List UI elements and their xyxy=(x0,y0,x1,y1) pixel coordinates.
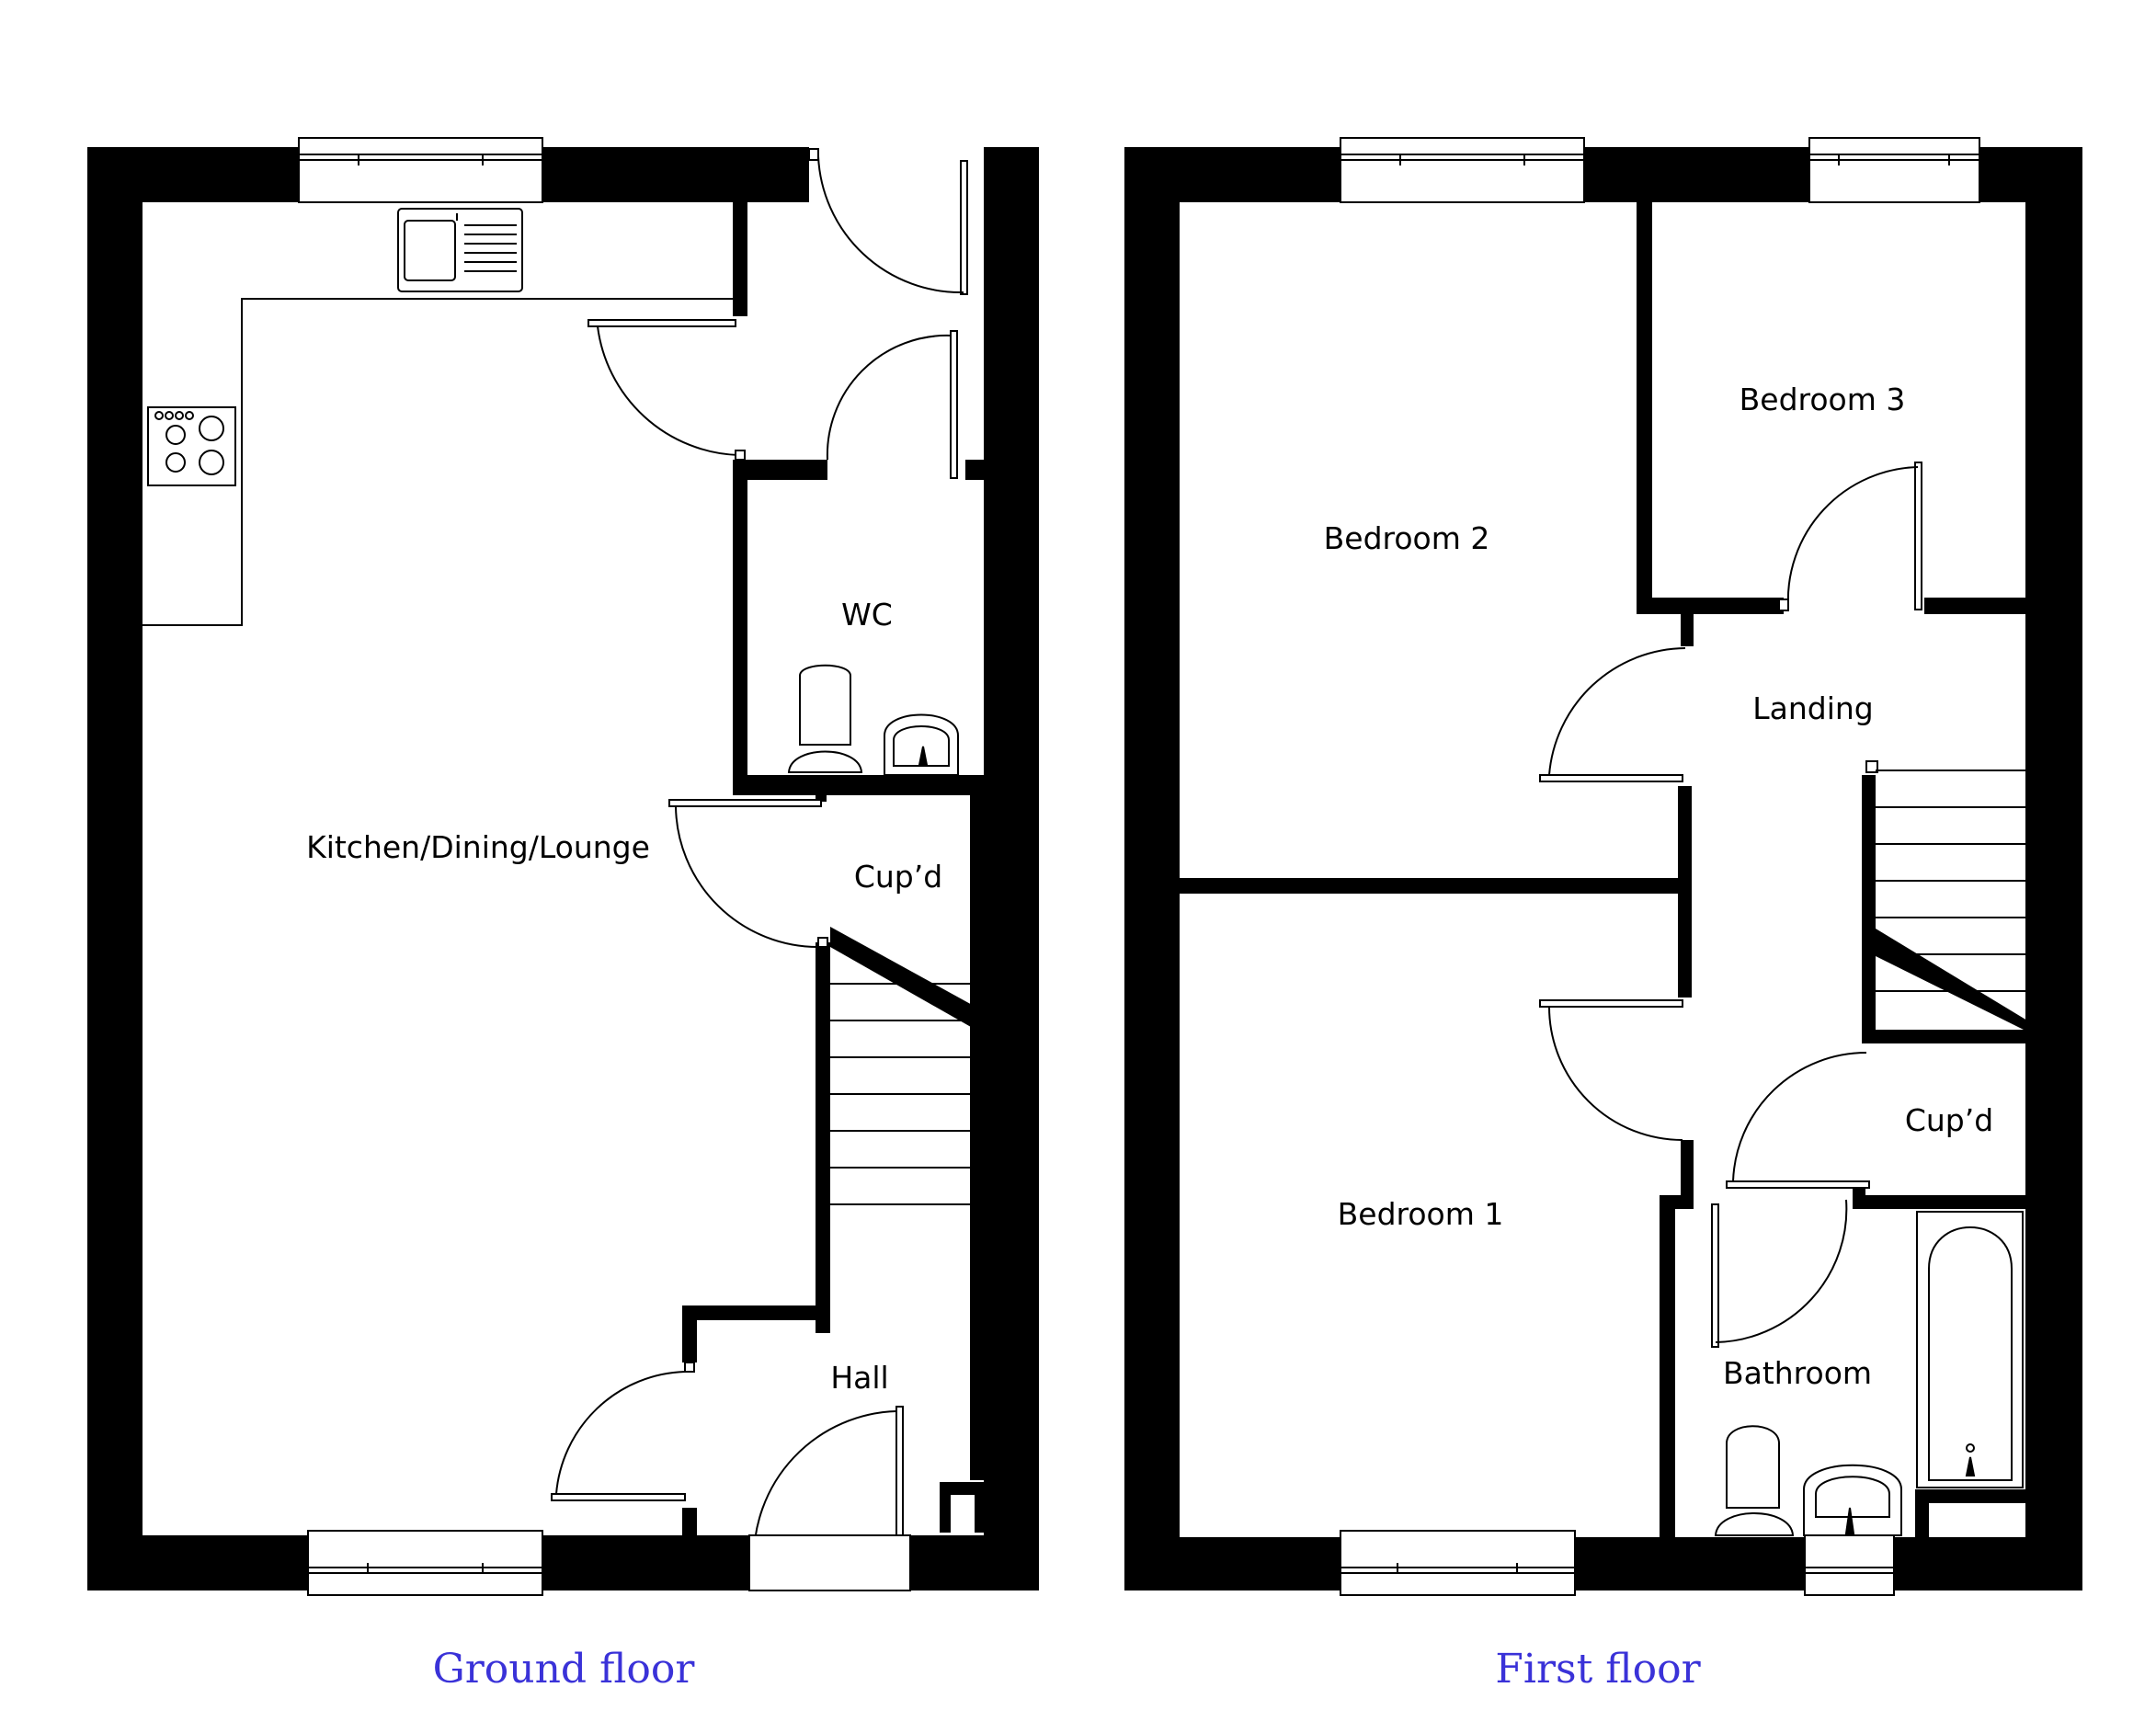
room-label-cupboard: Cup’d xyxy=(1905,1102,1993,1138)
room-label-bedroom-1: Bedroom 1 xyxy=(1338,1196,1504,1232)
toilet-icon xyxy=(787,664,863,773)
window-icon xyxy=(1340,137,1585,203)
ground-floor-plan: Kitchen/Dining/Lounge WC Cup’d Hall xyxy=(87,137,1039,1596)
kitchen-worktop xyxy=(143,298,733,626)
floor-caption-ground: Ground floor xyxy=(433,1646,696,1693)
room-label-cupboard: Cup’d xyxy=(854,859,942,895)
room-label-wc: WC xyxy=(841,597,893,633)
door-swing-icon xyxy=(1726,1052,1870,1189)
door-swing-icon xyxy=(587,319,746,461)
stairs-icon xyxy=(1865,760,2027,992)
room-label-bathroom: Bathroom xyxy=(1723,1355,1872,1391)
basin-icon xyxy=(1803,1464,1902,1536)
floor-caption-first: First floor xyxy=(1495,1646,1701,1693)
door-swing-icon xyxy=(826,330,958,479)
door-swing-icon xyxy=(1778,462,1922,611)
sink-icon xyxy=(397,208,523,292)
room-label-kitchen-dining-lounge: Kitchen/Dining/Lounge xyxy=(306,829,650,865)
door-swing-icon xyxy=(1711,1199,1848,1348)
toilet-icon xyxy=(1714,1425,1795,1536)
window-icon xyxy=(1340,1530,1576,1596)
door-swing-icon xyxy=(748,1406,911,1591)
stairs-icon xyxy=(830,983,970,1205)
window-icon xyxy=(298,137,543,203)
hob-icon xyxy=(147,406,236,486)
first-floor-plan: Bedroom 2 Bedroom 3 Landing Cup’d Bedroo… xyxy=(1124,137,2082,1596)
window-icon xyxy=(307,1530,543,1596)
ground-exterior-walls xyxy=(87,147,1039,1590)
room-label-hall: Hall xyxy=(830,1360,888,1396)
door-swing-icon xyxy=(551,1362,695,1501)
room-label-bedroom-2: Bedroom 2 xyxy=(1324,520,1490,556)
first-exterior-walls xyxy=(1124,147,2082,1590)
bath-icon xyxy=(1916,1211,2024,1488)
basin-icon xyxy=(884,713,959,776)
room-label-bedroom-3: Bedroom 3 xyxy=(1740,382,1906,417)
door-swing-icon xyxy=(808,148,968,295)
room-label-landing: Landing xyxy=(1752,690,1874,726)
window-icon xyxy=(1804,1530,1895,1596)
door-swing-icon xyxy=(1539,647,1686,782)
window-icon xyxy=(1808,137,1980,203)
ground-interior-walls xyxy=(682,200,986,1537)
door-swing-icon xyxy=(668,799,828,948)
door-swing-icon xyxy=(1539,999,1683,1141)
